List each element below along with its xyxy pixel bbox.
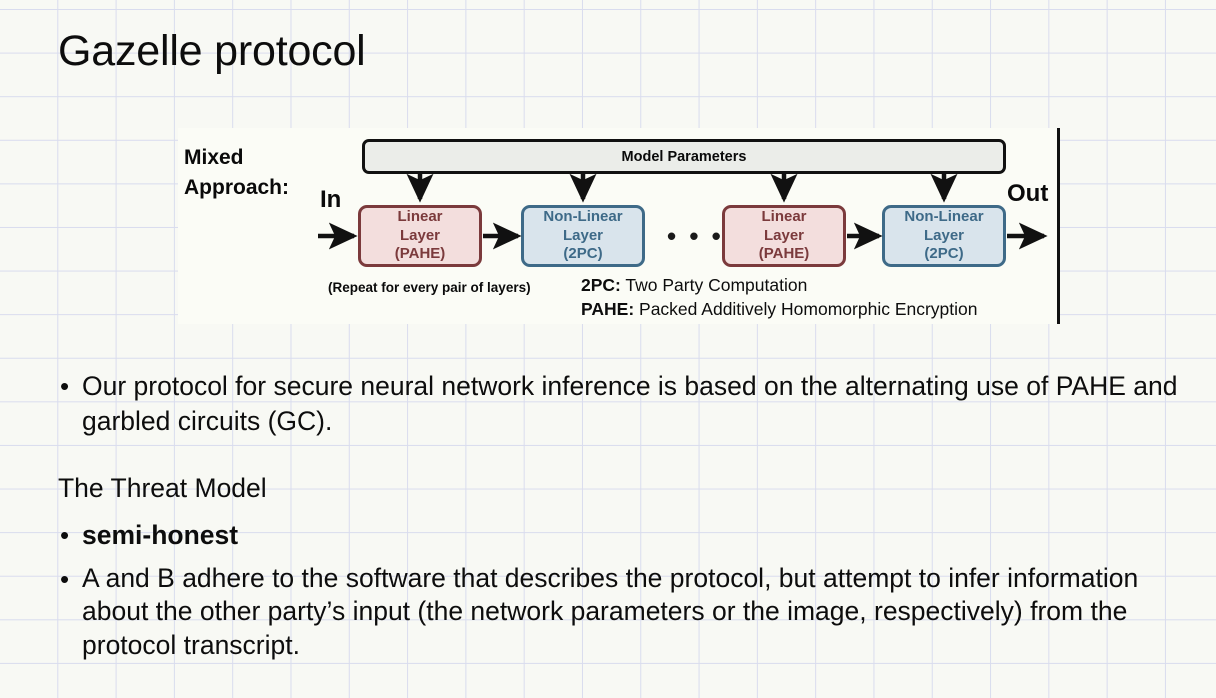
- layer-box-line2: Layer: [562, 226, 604, 244]
- legend-2pc-expansion: Two Party Computation: [620, 275, 808, 295]
- bullet-icon: •: [60, 520, 70, 550]
- legend-2pc: 2PC: Two Party Computation: [581, 275, 807, 296]
- layer-box-line3: (2PC): [924, 245, 964, 263]
- layer-box-line3: (2PC): [563, 245, 603, 263]
- layer-box-line2: Layer: [923, 226, 965, 244]
- legend-pahe: PAHE: Packed Additively Homomorphic Encr…: [581, 299, 978, 320]
- bullet-item-protocol-summary: • Our protocol for secure neural network…: [60, 369, 1180, 439]
- layer-box-line3: (PAHE): [758, 245, 810, 263]
- bullet-icon: •: [60, 564, 70, 594]
- layer-box-line1: Linear: [397, 208, 443, 226]
- in-label: In: [320, 186, 342, 213]
- bullet-text-adversary-description: A and B adhere to the software that desc…: [82, 563, 1139, 660]
- bullet-item-adversary-description: • A and B adhere to the software that de…: [60, 562, 1190, 662]
- model-parameters-label: Model Parameters: [621, 148, 747, 165]
- layer-box-nonlinear-1: Non-Linear Layer (2PC): [521, 205, 645, 267]
- bullet-icon: •: [60, 371, 70, 401]
- repeat-note: (Repeat for every pair of layers): [328, 280, 531, 295]
- legend-pahe-expansion: Packed Additively Homomorphic Encryption: [634, 299, 978, 319]
- layer-box-linear-2: Linear Layer (PAHE): [722, 205, 846, 267]
- ellipsis-dots: • • •: [667, 221, 724, 251]
- model-parameters-bar: Model Parameters: [362, 139, 1006, 174]
- layer-box-nonlinear-2: Non-Linear Layer (2PC): [882, 205, 1006, 267]
- bullet-text-protocol-summary: Our protocol for secure neural network i…: [82, 371, 1178, 436]
- threat-model-heading: The Threat Model: [58, 473, 267, 503]
- layer-box-linear-1: Linear Layer (PAHE): [358, 205, 482, 267]
- out-label: Out: [1007, 180, 1049, 207]
- legend-2pc-abbr: 2PC:: [581, 275, 621, 295]
- layer-box-line1: Linear: [761, 208, 807, 226]
- layer-box-line2: Layer: [763, 226, 805, 244]
- layer-box-line3: (PAHE): [394, 245, 446, 263]
- bullet-text-semi-honest: semi-honest: [82, 520, 239, 550]
- legend-pahe-abbr: PAHE:: [581, 299, 635, 319]
- layer-box-line1: Non-Linear: [904, 208, 984, 226]
- bullet-item-semi-honest: • semi-honest: [60, 518, 760, 553]
- layer-box-line2: Layer: [399, 226, 441, 244]
- page-title: Gazelle protocol: [58, 27, 366, 75]
- layer-box-line1: Non-Linear: [543, 208, 623, 226]
